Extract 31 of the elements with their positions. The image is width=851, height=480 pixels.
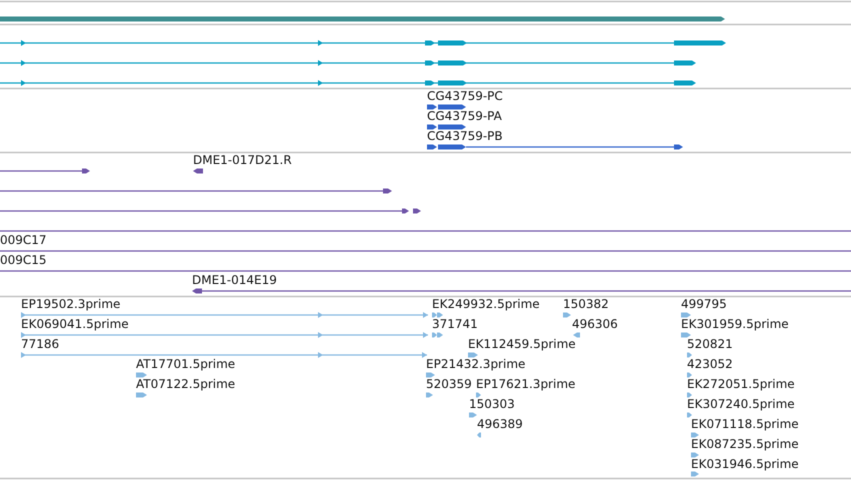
feature-label: EP21432.3prime: [426, 357, 526, 371]
feature-label: EK071118.5prime: [691, 417, 799, 431]
feature-label: 150382: [563, 297, 609, 311]
feature-label: 009C15: [0, 253, 47, 267]
feature-label: EP17621.3prime: [476, 377, 576, 391]
feature-label: 496389: [477, 417, 523, 431]
feature-label: 499795: [681, 297, 727, 311]
feature-label: 150303: [469, 397, 515, 411]
feature-label: DME1-017D21.R: [193, 153, 292, 167]
feature-label: 496306: [572, 317, 618, 331]
feature-label: 520359: [426, 377, 472, 391]
feature-label: CG43759-PB: [427, 129, 503, 143]
feature-label: 423052: [687, 357, 733, 371]
feature-label: EK031946.5prime: [691, 457, 799, 471]
feature-label: EK112459.5prime: [468, 337, 576, 351]
feature-label: 009C17: [0, 233, 47, 247]
feature-label: EK272051.5prime: [687, 377, 795, 391]
feature-label: EK307240.5prime: [687, 397, 795, 411]
feature-label: EP19502.3prime: [21, 297, 120, 311]
feature-label: EK301959.5prime: [681, 317, 789, 331]
feature-label: 77186: [21, 337, 60, 351]
feature-label: EK069041.5prime: [21, 317, 129, 331]
feature-label: AT07122.5prime: [136, 377, 236, 391]
feature-label: CG43759-PC: [427, 89, 503, 103]
feature-label: 520821: [687, 337, 733, 351]
feature-label: DME1-014E19: [192, 273, 277, 287]
feature-label: CG43759-PA: [427, 109, 502, 123]
feature-label: AT17701.5prime: [136, 357, 236, 371]
feature-label: EK087235.5prime: [691, 437, 799, 451]
feature-label: EK249932.5prime: [432, 297, 540, 311]
feature-label: 371741: [432, 317, 478, 331]
